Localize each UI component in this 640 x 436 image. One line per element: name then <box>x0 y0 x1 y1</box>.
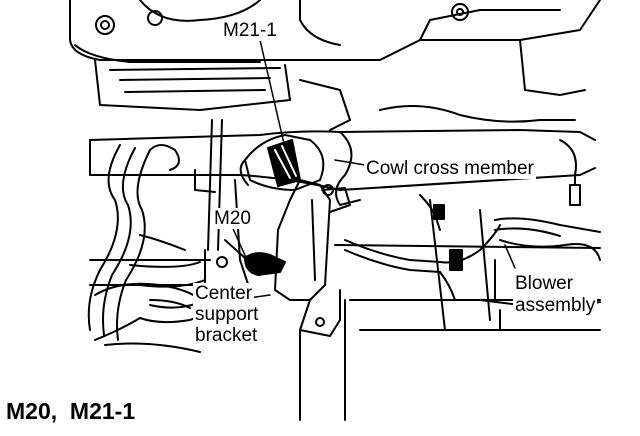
center-support-bracket <box>274 179 351 421</box>
blower-wiring <box>344 194 501 301</box>
label-blower-assembly-line-1: Blower <box>513 273 576 294</box>
upper-body-panel <box>69 0 601 96</box>
cowl-cross-member <box>89 105 596 206</box>
label-m20: M20 <box>212 208 253 229</box>
label-m21-1: M21-1 <box>221 20 279 41</box>
left-wiring-harness <box>87 144 206 341</box>
m21-1-bolt <box>239 134 325 191</box>
label-center-support-bracket-line-2: support <box>193 304 261 325</box>
label-center-support-bracket-line-3: bracket <box>193 325 260 346</box>
vent-tray <box>94 59 351 131</box>
m20-fastener <box>216 239 286 276</box>
label-blower-assembly-line-2: assembly <box>513 295 598 316</box>
label-center-support-bracket-line-1: Center <box>193 283 255 304</box>
hand-illustration <box>94 282 203 353</box>
figure-caption: M20, M21-1 <box>6 398 136 424</box>
label-cowl-cross-member: Cowl cross member <box>364 158 536 179</box>
